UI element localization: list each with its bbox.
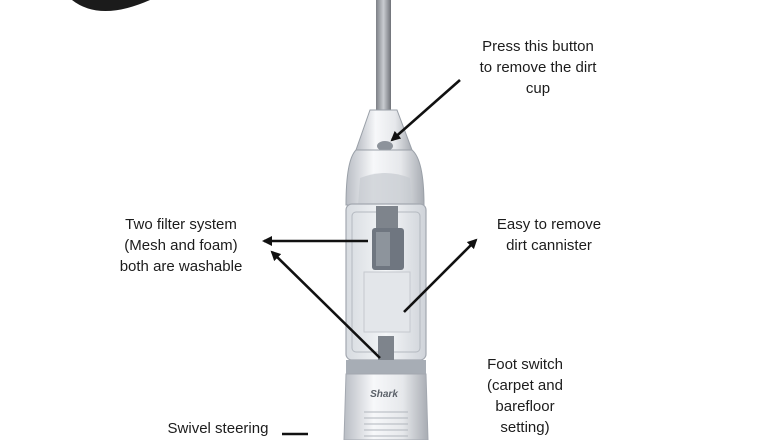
filter-top-clip (376, 206, 398, 230)
handle-pole (376, 0, 391, 112)
vent-slots (364, 411, 408, 437)
lower-body-band (346, 360, 426, 374)
arrow-filter-lower (270, 250, 381, 359)
cannister-mid (363, 271, 411, 333)
label-filter-system: Two filter system (Mesh and foam) both a… (96, 214, 266, 277)
label-line: cup (525, 80, 551, 97)
brand-logo: Shark (370, 389, 398, 400)
label-line: to remove the dirt (479, 59, 597, 76)
label-line: barefloor (495, 398, 555, 415)
label-line: Swivel steering (167, 420, 269, 437)
label-dirt-cup-button: Press this button to remove the dirt cup (448, 36, 628, 99)
label-line: (Mesh and foam) (124, 237, 238, 254)
callout-arrows (262, 79, 478, 436)
label-line: Two filter system (125, 216, 237, 233)
arrow-cannister (403, 238, 478, 313)
label-swivel-steering: Swivel steering (148, 418, 288, 439)
release-button (377, 141, 393, 151)
label-line: Foot switch (487, 356, 563, 373)
label-foot-switch: Foot switch (carpet and barefloor settin… (460, 354, 590, 438)
label-dirt-cannister: Easy to remove dirt cannister (474, 214, 624, 256)
upper-window (358, 173, 412, 206)
label-line: (carpet and (487, 377, 563, 394)
label-line: Easy to remove (496, 216, 602, 233)
label-line: setting) (500, 419, 550, 436)
corner-logo-shape (72, 0, 150, 11)
lower-latch (378, 336, 394, 362)
filter-cylinder-shade (376, 232, 390, 266)
label-line: dirt cannister (506, 237, 592, 254)
arrow-dirt-cup (390, 79, 461, 142)
label-line: Press this button (482, 38, 594, 55)
label-line: both are washable (119, 258, 243, 275)
